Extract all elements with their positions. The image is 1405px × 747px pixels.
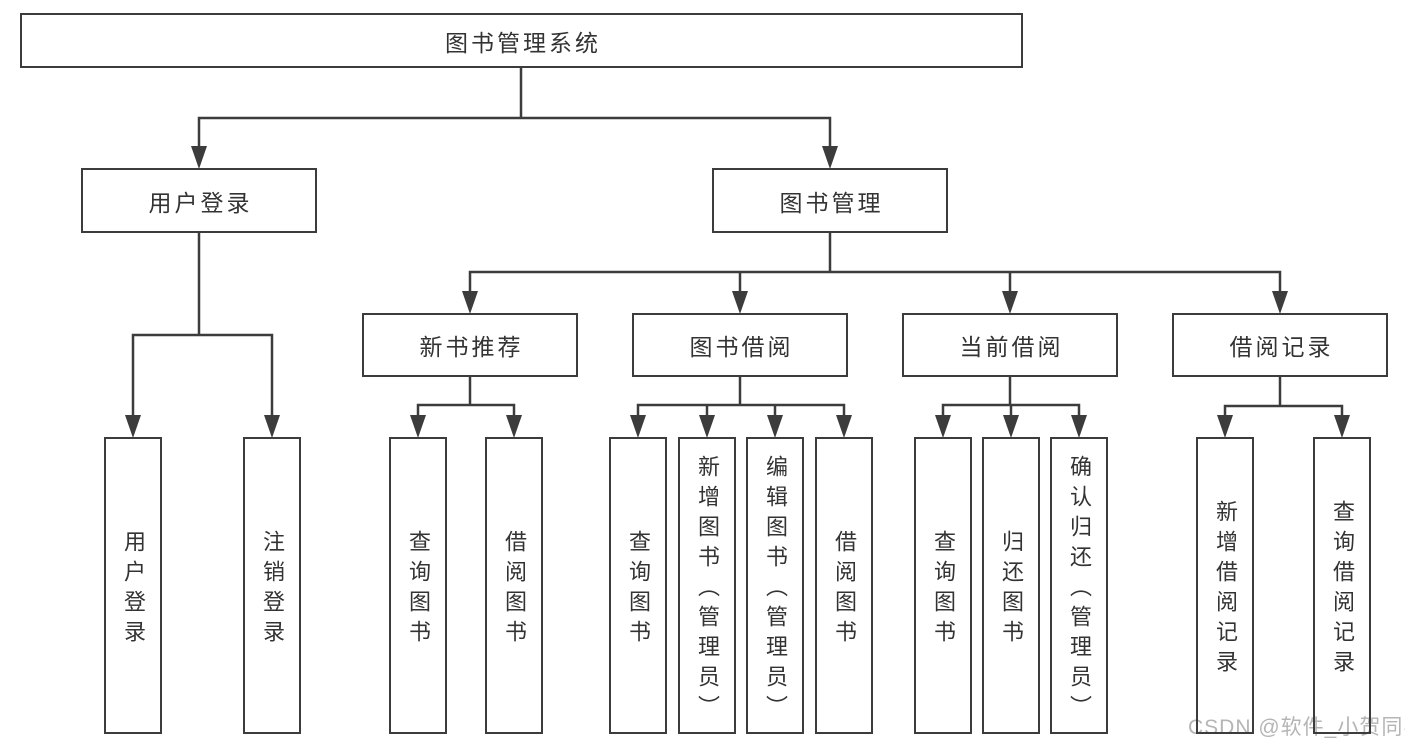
arrowheads-user-login-to-leaves — [125, 415, 280, 438]
node-label: 用户登录 — [121, 529, 146, 650]
node-label: 注销登录 — [260, 529, 285, 650]
node-label: 图书借阅 — [689, 334, 794, 360]
leaf-borrow-borrow-books: 借阅图书 — [815, 437, 873, 734]
leaf-recommend-query-books: 查询图书 — [389, 437, 447, 734]
arrowheads-book-borrow-to-leaves — [630, 415, 852, 438]
node-new-book-recommend: 新书推荐 — [362, 313, 578, 377]
arrowheads-root-to-level2 — [191, 146, 838, 169]
node-label: 编辑图书（管理员） — [763, 454, 788, 725]
arrowheads-borrow-records-to-leaves — [1217, 415, 1350, 438]
node-label: 借阅图书 — [832, 529, 857, 650]
leaf-borrow-add-books-admin: 新增图书（管理员） — [678, 437, 736, 734]
leaf-borrow-query-books: 查询图书 — [609, 437, 667, 734]
node-label: 查询图书 — [931, 529, 956, 650]
node-label: 新增借阅记录 — [1213, 499, 1238, 680]
node-library-management-system: 图书管理系统 — [20, 13, 1023, 68]
leaf-logout-login: 注销登录 — [243, 437, 301, 734]
node-label: 归还图书 — [999, 529, 1024, 650]
node-label: 查询图书 — [406, 529, 431, 650]
leaf-current-query-books: 查询图书 — [914, 437, 972, 734]
arrowheads-book-management-to-level3 — [462, 291, 1288, 314]
connector-book-borrow-to-leaves — [636, 375, 846, 420]
node-label: 图书管理 — [779, 189, 884, 216]
leaf-records-add-borrow-record: 新增借阅记录 — [1196, 437, 1254, 734]
node-current-borrow: 当前借阅 — [902, 313, 1118, 377]
node-borrow-records: 借阅记录 — [1172, 313, 1388, 377]
node-label: 确认归还（管理员） — [1067, 454, 1092, 725]
node-label: 新书推荐 — [419, 334, 524, 360]
connector-current-borrow-to-leaves — [941, 375, 1081, 420]
node-label: 新增图书（管理员） — [695, 454, 720, 725]
leaf-current-confirm-return-admin: 确认归还（管理员） — [1050, 437, 1108, 734]
node-label: 借阅记录 — [1229, 334, 1334, 360]
node-user-login: 用户登录 — [81, 168, 317, 233]
node-label: 查询借阅记录 — [1330, 499, 1355, 680]
connector-borrow-records-to-leaves — [1223, 375, 1344, 420]
connector-new-book-recommend-to-leaves — [416, 375, 516, 420]
connector-book-management-to-level3 — [468, 231, 1282, 296]
node-book-borrow: 图书借阅 — [632, 313, 848, 377]
node-label: 借阅图书 — [502, 529, 527, 650]
connector-root-to-level2 — [197, 66, 832, 152]
arrowheads-new-book-recommend-to-leaves — [410, 415, 522, 438]
leaf-user-login: 用户登录 — [104, 437, 162, 734]
leaf-current-return-books: 归还图书 — [982, 437, 1040, 734]
node-book-management: 图书管理 — [712, 168, 948, 233]
leaf-recommend-borrow-books: 借阅图书 — [485, 437, 543, 734]
node-label: 用户登录 — [148, 189, 253, 216]
arrowheads-current-borrow-to-leaves — [935, 415, 1087, 438]
node-label: 图书管理系统 — [445, 29, 601, 56]
connector-user-login-to-leaves — [131, 231, 274, 420]
node-label: 查询图书 — [626, 529, 651, 650]
leaf-borrow-edit-books-admin: 编辑图书（管理员） — [746, 437, 804, 734]
node-label: 当前借阅 — [959, 334, 1064, 360]
leaf-records-query-borrow-record: 查询借阅记录 — [1313, 437, 1371, 734]
